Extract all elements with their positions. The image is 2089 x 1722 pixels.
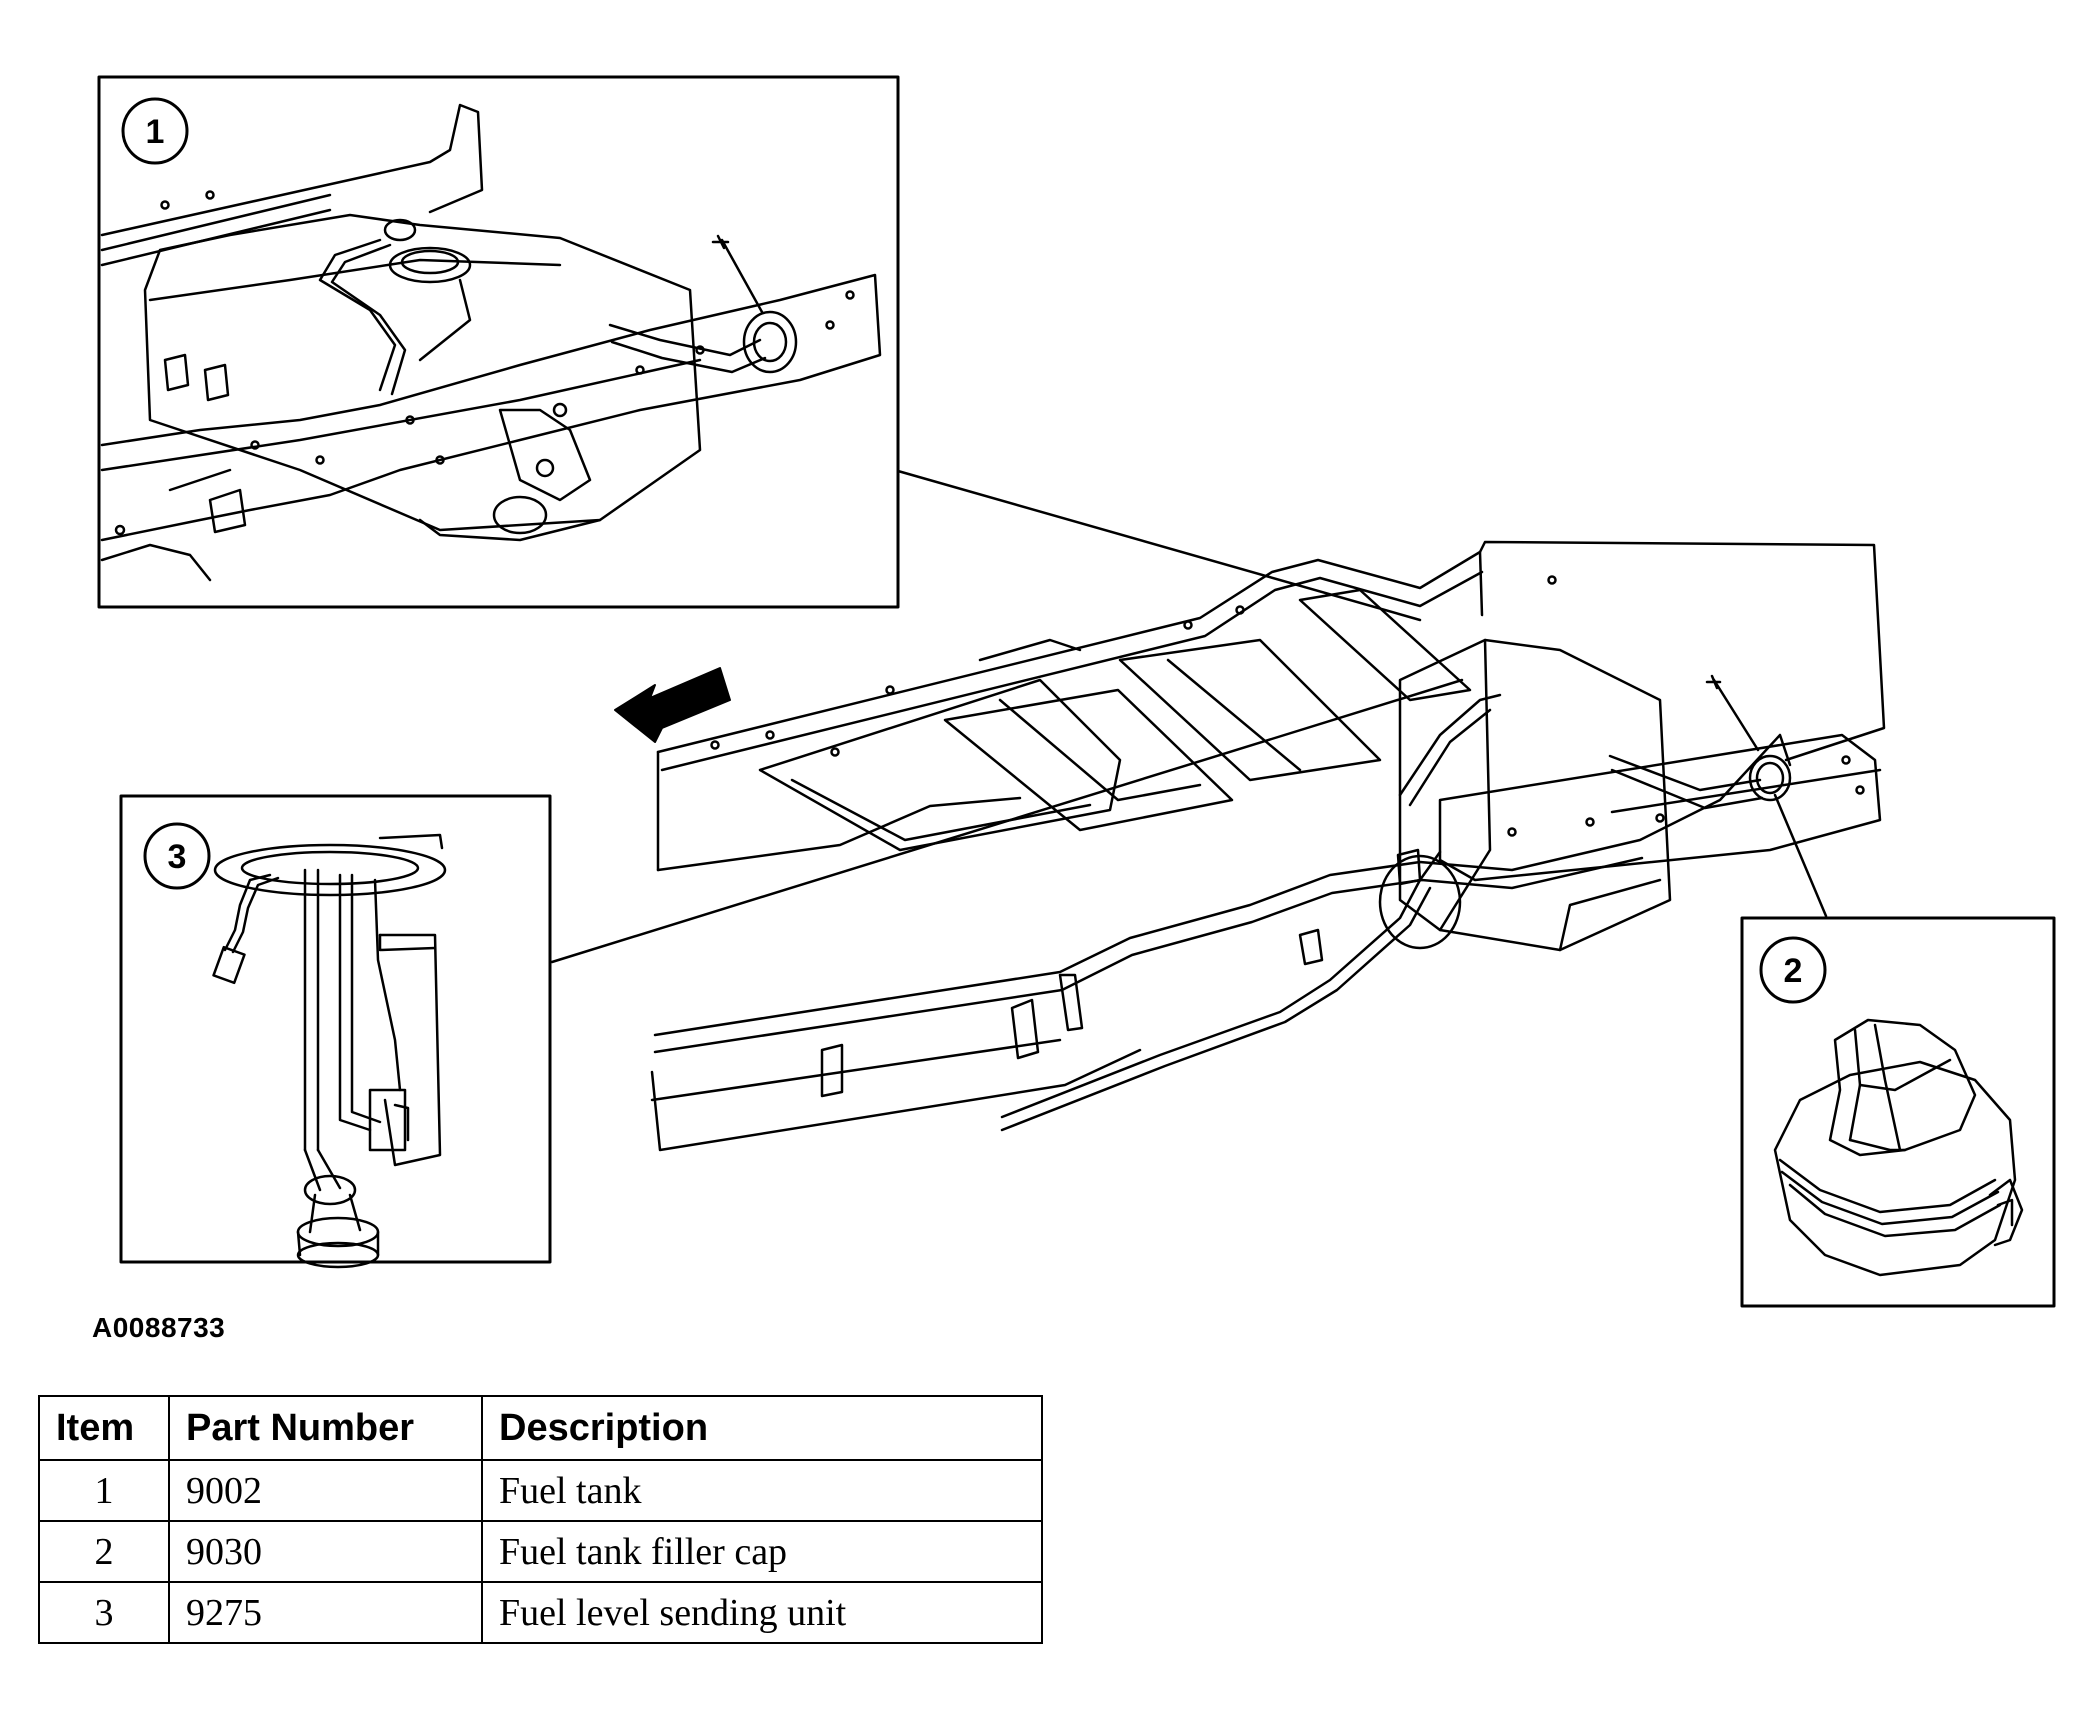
cell-description: Fuel level sending unit	[481, 1581, 1043, 1644]
cell-description: Fuel tank filler cap	[481, 1520, 1043, 1583]
callout-badge-2	[1759, 936, 1827, 1004]
chassis-frame	[650, 540, 1886, 1152]
table-row: 3 9275 Fuel level sending unit	[38, 1581, 1043, 1644]
table-row: 2 9030 Fuel tank filler cap	[38, 1520, 1043, 1583]
cell-part-number: 9275	[168, 1581, 483, 1644]
column-header-item: Item	[38, 1395, 170, 1461]
arrow-left-icon	[614, 667, 731, 743]
parts-table: Item Part Number Description 1 9002 Fuel…	[38, 1395, 1043, 1644]
callout-3: 3	[168, 838, 187, 876]
callout-badge-1	[121, 97, 189, 165]
column-header-part-number: Part Number	[168, 1395, 483, 1461]
cell-description: Fuel tank	[481, 1459, 1043, 1522]
cell-item: 1	[38, 1459, 170, 1522]
table-header-row: Item Part Number Description	[38, 1395, 1043, 1461]
cell-part-number: 9002	[168, 1459, 483, 1522]
cell-item: 3	[38, 1581, 170, 1644]
figure-code: A0088733	[92, 1312, 226, 1343]
callout-badge-3	[143, 822, 211, 890]
cell-part-number: 9030	[168, 1520, 483, 1583]
table-row: 1 9002 Fuel tank	[38, 1459, 1043, 1522]
cell-item: 2	[38, 1520, 170, 1583]
detail-view-fuel-tank	[97, 75, 900, 609]
callout-2: 2	[1784, 952, 1803, 990]
callout-1: 1	[146, 113, 165, 151]
column-header-description: Description	[481, 1395, 1043, 1461]
